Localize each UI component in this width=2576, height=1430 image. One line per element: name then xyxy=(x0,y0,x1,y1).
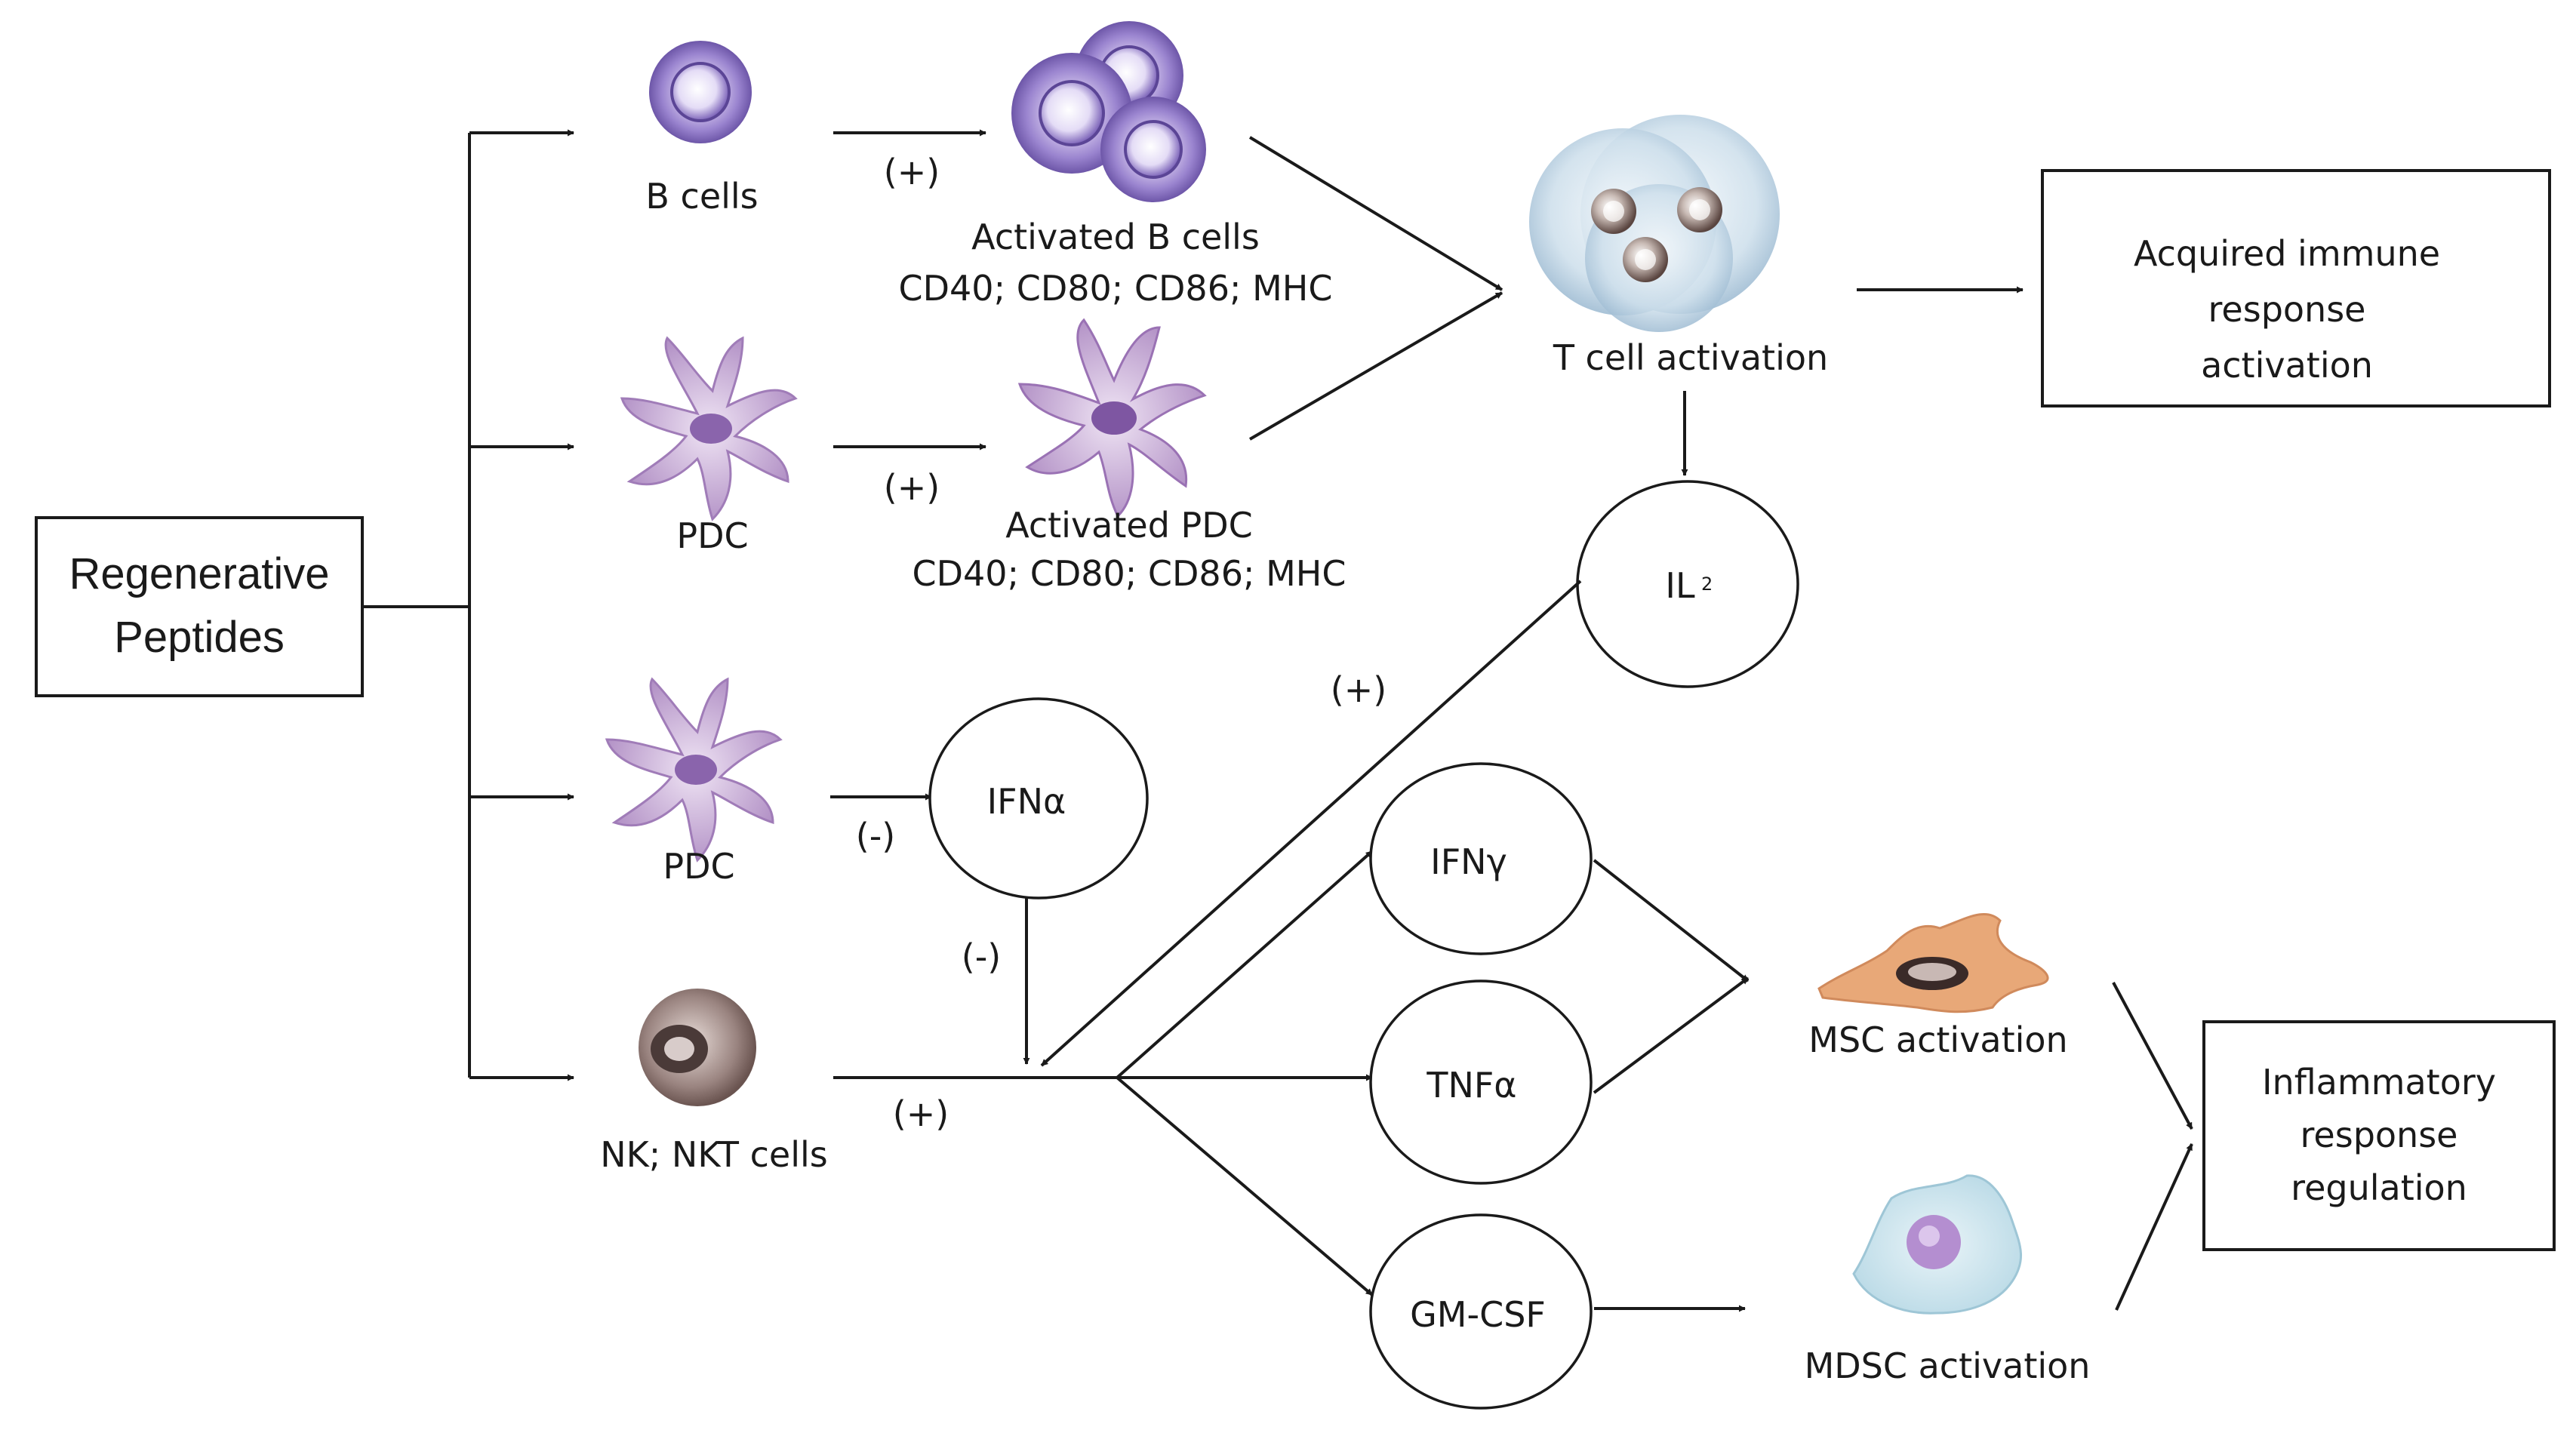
arrow-activated-pdc-to-t xyxy=(1248,291,1503,441)
il2-plus-sign: (+) xyxy=(1331,669,1386,710)
arrow-mdsc-to-inflammatory xyxy=(2115,1143,2193,1311)
activated-b-cells-label: Activated B cells xyxy=(971,217,1260,257)
msc-activation-label: MSC activation xyxy=(1808,1019,2067,1060)
il2-circle: IL 2 xyxy=(1576,480,1799,688)
arrow-to-ifng xyxy=(1116,850,1374,1079)
nk-nkt-label: NK; NKT cells xyxy=(600,1134,828,1175)
nk-plus-sign: (+) xyxy=(893,1093,949,1134)
activated-b-markers-label: CD40; CD80; CD86; MHC xyxy=(899,268,1333,309)
peptide-branches xyxy=(362,129,574,1081)
arrow-il2-to-junction xyxy=(1040,580,1582,1067)
arrow-ifng-to-msc xyxy=(1593,859,1750,983)
il2-subscript: 2 xyxy=(1701,574,1713,595)
ifng-circle: IFNγ xyxy=(1369,762,1593,955)
gmcsf-circle: GM-CSF xyxy=(1369,1213,1593,1410)
ifna-minus-down-sign: (-) xyxy=(962,936,1002,977)
pdc-bottom-icon xyxy=(605,677,783,863)
gmcsf-label: GM-CSF xyxy=(1410,1294,1546,1335)
activated-pdc-markers-label: CD40; CD80; CD86; MHC xyxy=(913,553,1346,594)
ifng-label: IFNγ xyxy=(1430,841,1507,882)
activated-pdc-icon xyxy=(1017,318,1207,518)
msc-icon xyxy=(1817,912,2049,1013)
ifna-minus-left-sign: (-) xyxy=(856,816,896,856)
b-cells-label: B cells xyxy=(645,176,758,217)
tnfa-circle: TNFα xyxy=(1369,979,1593,1185)
arrow-tnfa-to-msc xyxy=(1593,976,1750,1094)
pdc-plus-sign: (+) xyxy=(884,467,940,508)
arrow-msc-to-inflammatory xyxy=(2112,982,2193,1130)
nk-cell-icon xyxy=(639,989,756,1106)
pdc-top-icon xyxy=(620,336,798,521)
mdsc-activation-label: MDSC activation xyxy=(1805,1345,2091,1386)
t-cell-activation-label: T cell activation xyxy=(1553,337,1828,378)
pdc-top-label: PDC xyxy=(676,515,748,556)
arrow-to-gmcsf xyxy=(1116,1076,1374,1296)
ifna-circle: IFNα xyxy=(928,697,1149,900)
mdsc-icon xyxy=(1852,1174,2023,1315)
arrow-activated-b-to-t xyxy=(1248,136,1503,291)
ifna-label: IFNα xyxy=(987,781,1066,822)
pdc-bottom-label: PDC xyxy=(663,846,734,887)
il2-label: IL xyxy=(1665,565,1695,606)
activated-b-cells-icon xyxy=(1011,21,1206,202)
tnfa-label: TNFα xyxy=(1426,1065,1516,1106)
activated-pdc-label: Activated PDC xyxy=(1005,505,1253,546)
b-cell-icon xyxy=(649,41,752,143)
b-plus-sign: (+) xyxy=(884,152,940,192)
t-cell-icon xyxy=(1529,115,1780,332)
